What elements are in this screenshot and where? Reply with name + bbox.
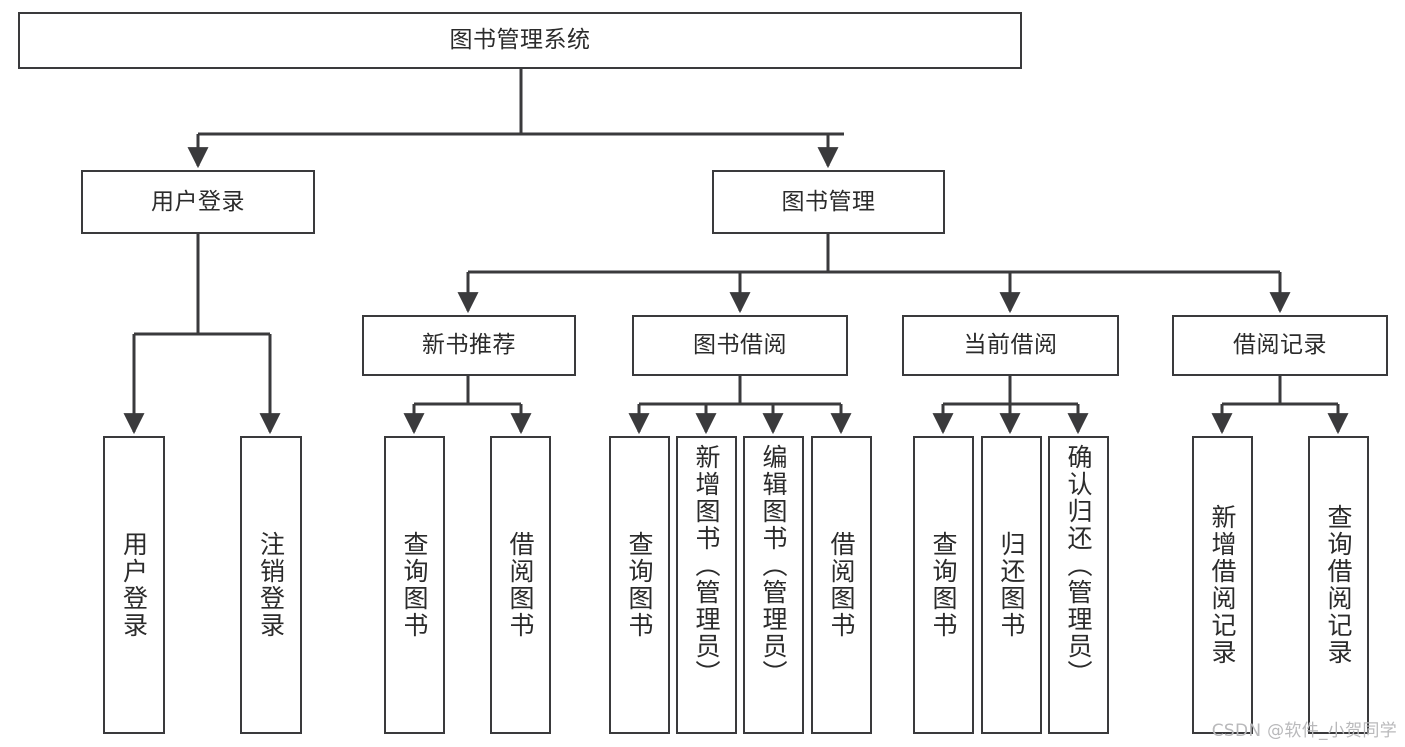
- node-label: 借阅图书: [827, 531, 856, 639]
- leaf-user-login-login[interactable]: 用户登录: [103, 436, 165, 734]
- node-borrow-record[interactable]: 借阅记录: [1172, 315, 1388, 376]
- node-label: 借阅记录: [1233, 332, 1327, 358]
- node-label: 图书管理系统: [449, 27, 591, 53]
- leaf-current-borrow-return-book[interactable]: 归还图书: [981, 436, 1042, 734]
- node-new-book-recommend[interactable]: 新书推荐: [362, 315, 576, 376]
- node-user-login[interactable]: 用户登录: [81, 170, 315, 234]
- node-label: 查询借阅记录: [1324, 504, 1353, 666]
- node-label: 用户登录: [151, 188, 245, 215]
- leaf-borrow-record-query-record[interactable]: 查询借阅记录: [1308, 436, 1369, 734]
- leaf-user-login-logout[interactable]: 注销登录: [240, 436, 302, 734]
- node-label: 用户登录: [119, 531, 149, 639]
- node-root-book-management-system[interactable]: 图书管理系统: [18, 12, 1022, 69]
- node-book-management[interactable]: 图书管理: [712, 170, 945, 234]
- node-label: 图书借阅: [693, 332, 787, 358]
- node-label: 确认归还（管理员）: [1064, 444, 1093, 687]
- leaf-current-borrow-query-book[interactable]: 查询图书: [913, 436, 974, 734]
- leaf-book-borrow-query-book[interactable]: 查询图书: [609, 436, 670, 734]
- leaf-current-borrow-confirm-return-admin[interactable]: 确认归还（管理员）: [1048, 436, 1109, 734]
- leaf-book-borrow-borrow-book[interactable]: 借阅图书: [811, 436, 872, 734]
- leaf-new-book-query-book[interactable]: 查询图书: [384, 436, 445, 734]
- node-label: 查询图书: [929, 531, 958, 639]
- node-label: 当前借阅: [963, 332, 1058, 358]
- node-label: 图书管理: [781, 188, 876, 215]
- leaf-book-borrow-edit-book-admin[interactable]: 编辑图书（管理员）: [743, 436, 804, 734]
- node-label: 编辑图书（管理员）: [759, 444, 788, 687]
- leaf-new-book-borrow-book[interactable]: 借阅图书: [490, 436, 551, 734]
- node-label: 新增图书（管理员）: [692, 444, 721, 687]
- node-label: 新增借阅记录: [1208, 504, 1237, 666]
- node-label: 查询图书: [625, 531, 654, 639]
- watermark-text: CSDN @软件_小贺同学: [1211, 721, 1397, 741]
- leaf-borrow-record-add-record[interactable]: 新增借阅记录: [1192, 436, 1253, 734]
- leaf-book-borrow-add-book-admin[interactable]: 新增图书（管理员）: [676, 436, 737, 734]
- node-label: 归还图书: [997, 531, 1026, 639]
- node-label: 查询图书: [400, 531, 429, 639]
- node-label: 新书推荐: [422, 332, 516, 358]
- node-current-borrow[interactable]: 当前借阅: [902, 315, 1119, 376]
- node-label: 借阅图书: [506, 531, 535, 639]
- node-label: 注销登录: [256, 531, 286, 639]
- node-book-borrow[interactable]: 图书借阅: [632, 315, 848, 376]
